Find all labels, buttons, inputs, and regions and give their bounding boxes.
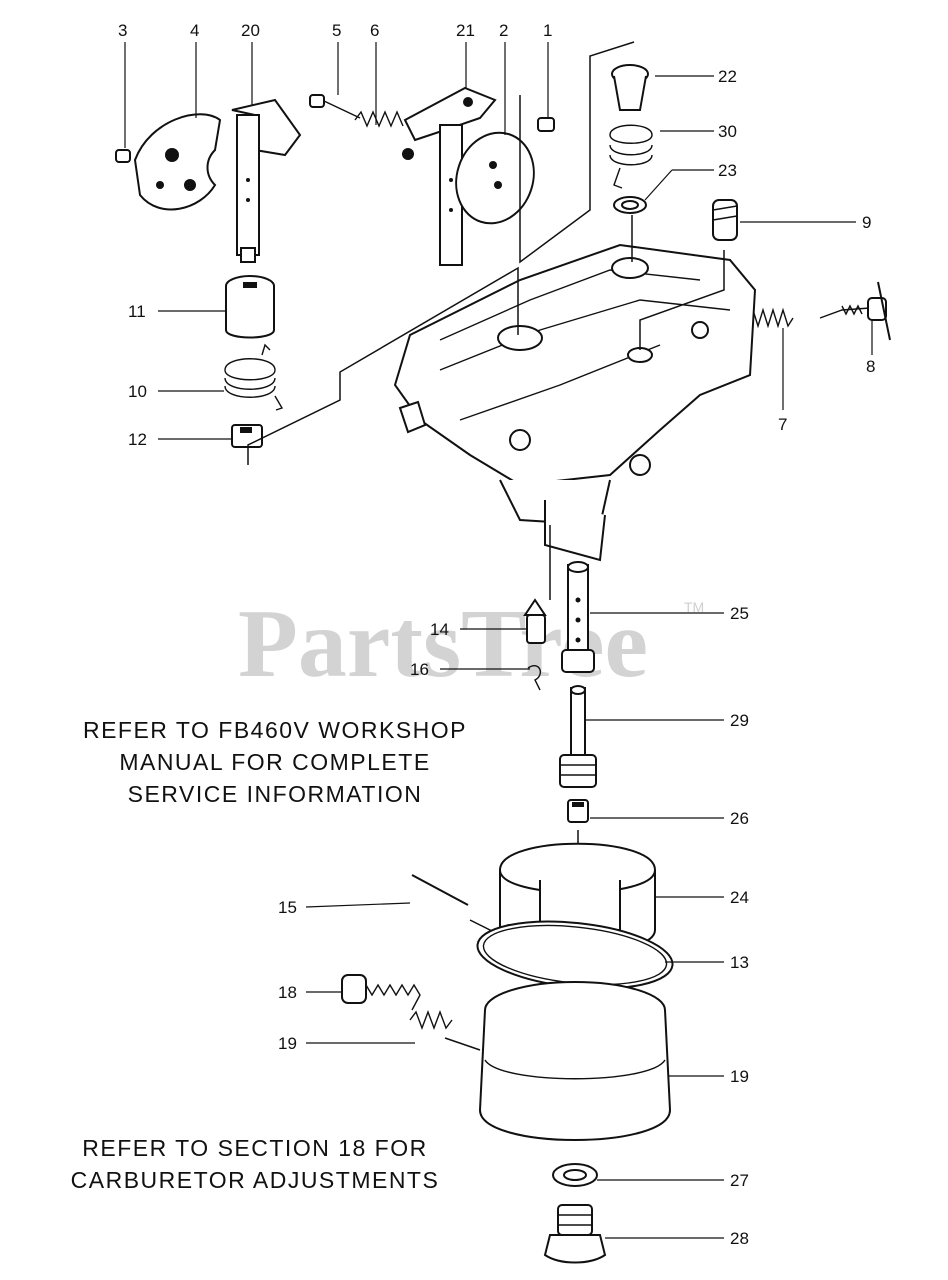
adjustment-note-line-1: REFER TO SECTION 18 FOR <box>82 1135 428 1161</box>
part-6-spring <box>354 110 414 160</box>
callout-11: 11 <box>128 302 146 321</box>
callout-22: 22 <box>718 67 737 86</box>
part-1-screw <box>537 117 555 132</box>
adjustment-note-line-2: CARBURETOR ADJUSTMENTS <box>70 1167 440 1193</box>
watermark-trademark: TM <box>684 599 704 615</box>
callout-25: 25 <box>730 604 749 623</box>
callout-15: 15 <box>278 898 297 917</box>
leader-lines <box>124 42 873 1239</box>
callout-27: 27 <box>730 1171 749 1190</box>
callout-23: 23 <box>718 161 737 180</box>
part-26-main-jet <box>567 799 589 823</box>
part-20-choke-shaft <box>231 98 302 263</box>
part-19-float-bowl <box>478 981 672 1141</box>
carburetor-body <box>393 243 757 562</box>
callout-24: 24 <box>730 888 749 907</box>
callout-5: 5 <box>332 21 341 40</box>
callout-29: 29 <box>730 711 749 730</box>
callout-28: 28 <box>730 1229 749 1248</box>
callout-4: 4 <box>190 21 199 40</box>
assembly-lines <box>247 41 725 1051</box>
callout-6: 6 <box>370 21 379 40</box>
callout-2: 2 <box>499 21 508 40</box>
callout-3: 3 <box>118 21 127 40</box>
callout-18: 18 <box>278 983 297 1002</box>
part-18-drain-screw <box>341 974 421 1011</box>
part-30-spring <box>609 124 653 189</box>
part-3-screw <box>115 149 131 163</box>
part-10-choke-spring <box>224 343 284 411</box>
callout-13: 13 <box>730 953 749 972</box>
callout-26: 26 <box>730 809 749 828</box>
part-11-dust-seal <box>225 275 275 339</box>
callout-7: 7 <box>778 415 787 434</box>
part-28-bowl-bolt <box>543 1204 607 1264</box>
callout-20: 20 <box>241 21 260 40</box>
callout-19-bowl: 19 <box>730 1067 749 1086</box>
part-2-throttle-plate <box>455 131 535 225</box>
adjustment-note: REFER TO SECTION 18 FOR CARBURETOR ADJUS… <box>40 1132 470 1196</box>
part-22-cap <box>611 64 649 111</box>
callout-14: 14 <box>430 620 449 639</box>
callout-30: 30 <box>718 122 737 141</box>
workshop-note-line-1: REFER TO FB460V WORKSHOP <box>82 717 468 743</box>
part-9-idle-jet <box>712 199 738 241</box>
callout-9: 9 <box>862 213 871 232</box>
workshop-note-line-2: MANUAL FOR COMPLETE <box>119 749 431 775</box>
callout-21: 21 <box>456 21 475 40</box>
part-8-mixture-needle <box>819 281 891 341</box>
part-7-spring <box>747 307 794 329</box>
workshop-note-line-3: SERVICE INFORMATION <box>127 781 423 807</box>
part-5-idle-screw <box>309 94 361 119</box>
workshop-manual-note: REFER TO FB460V WORKSHOP MANUAL FOR COMP… <box>40 714 510 810</box>
part-21-throttle-shaft <box>403 86 497 266</box>
part-23-washer <box>613 196 647 214</box>
part-25-main-nozzle <box>561 561 595 673</box>
part-27-washer <box>552 1163 598 1187</box>
callout-19-spring: 19 <box>278 1034 297 1053</box>
callout-16: 16 <box>410 660 429 679</box>
part-14-float-needle <box>523 598 547 644</box>
part-19-spring <box>409 1010 453 1030</box>
callout-labels: 3 4 20 5 6 21 2 1 22 30 23 9 8 7 11 10 1… <box>118 21 875 1248</box>
part-15-float-pin <box>411 874 469 906</box>
callout-8: 8 <box>866 357 875 376</box>
callout-1: 1 <box>543 21 552 40</box>
part-4-choke-plate <box>133 113 222 211</box>
callout-12: 12 <box>128 430 147 449</box>
part-16-clip <box>527 665 542 691</box>
part-12-choke-collar <box>231 424 263 448</box>
part-29-emulsion-tube <box>559 685 597 788</box>
callout-10: 10 <box>128 382 147 401</box>
